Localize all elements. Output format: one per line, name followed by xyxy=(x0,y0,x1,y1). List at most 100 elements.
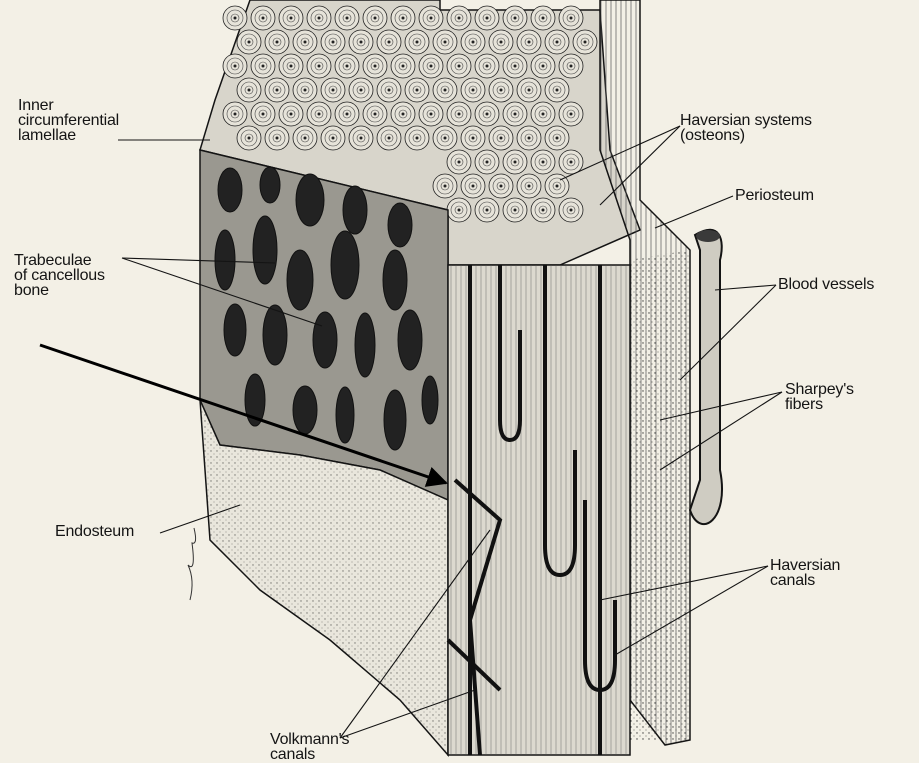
osteon-ring xyxy=(545,126,569,150)
osteon-ring xyxy=(335,54,359,78)
osteon-ring xyxy=(503,198,527,222)
osteon-ring xyxy=(461,78,485,102)
osteon-ring xyxy=(517,30,541,54)
osteon-ring xyxy=(475,6,499,30)
osteon-ring xyxy=(293,30,317,54)
osteon-ring xyxy=(377,78,401,102)
osteon-ring xyxy=(517,126,541,150)
trabecula-space xyxy=(215,230,235,290)
osteon-ring xyxy=(489,30,513,54)
osteon-ring xyxy=(377,30,401,54)
osteon-ring xyxy=(265,78,289,102)
osteon-ring xyxy=(545,78,569,102)
osteon-ring xyxy=(447,54,471,78)
trabecula-space xyxy=(422,376,438,424)
osteon-ring xyxy=(237,30,261,54)
osteon-ring xyxy=(559,198,583,222)
osteon-ring xyxy=(223,54,247,78)
label-haversian-systems: Haversian systems (osteons) xyxy=(680,113,812,143)
osteon-ring xyxy=(391,102,415,126)
osteon-ring xyxy=(223,6,247,30)
osteon-ring xyxy=(517,174,541,198)
osteon-ring xyxy=(391,54,415,78)
osteon-ring xyxy=(447,6,471,30)
osteon-ring xyxy=(461,126,485,150)
osteon-ring xyxy=(531,54,555,78)
osteon-ring xyxy=(419,6,443,30)
osteon-ring xyxy=(265,126,289,150)
osteon-ring xyxy=(531,150,555,174)
osteon-ring xyxy=(307,102,331,126)
osteon-ring xyxy=(321,126,345,150)
trabecula-space xyxy=(336,387,354,443)
label-periosteum: Periosteum xyxy=(735,188,814,203)
label-inner-circumferential-lamellae: Inner circumferential lamellae xyxy=(18,98,119,143)
trabecula-space xyxy=(263,305,287,365)
osteon-ring xyxy=(573,30,597,54)
osteon-ring xyxy=(559,102,583,126)
osteon-ring xyxy=(223,102,247,126)
osteon-ring xyxy=(517,78,541,102)
label-haversian-canals: Haversian canals xyxy=(770,558,840,588)
osteon-ring xyxy=(237,126,261,150)
label-endosteum: Endosteum xyxy=(55,524,134,539)
osteon-ring xyxy=(279,54,303,78)
osteon-ring xyxy=(531,6,555,30)
osteon-ring xyxy=(377,126,401,150)
osteon-ring xyxy=(419,54,443,78)
osteon-ring xyxy=(405,126,429,150)
label-blood-vessels: Blood vessels xyxy=(778,277,874,292)
trabecula-space xyxy=(331,231,359,299)
osteon-ring xyxy=(559,54,583,78)
osteon-ring xyxy=(531,102,555,126)
sharpeys-fiber-zone xyxy=(630,250,690,740)
trabecula-space xyxy=(218,168,242,212)
osteon-ring xyxy=(321,78,345,102)
trabecula-space xyxy=(384,390,406,450)
osteon-ring xyxy=(531,198,555,222)
osteon-ring xyxy=(419,102,443,126)
trabecula-space xyxy=(388,203,412,247)
osteon-ring xyxy=(321,30,345,54)
osteon-ring xyxy=(559,150,583,174)
osteon-ring xyxy=(293,78,317,102)
osteon-ring xyxy=(475,102,499,126)
blood-vessel-opening xyxy=(696,230,720,242)
osteon-ring xyxy=(433,174,457,198)
osteon-ring xyxy=(489,78,513,102)
osteon-ring xyxy=(265,30,289,54)
osteon-ring xyxy=(335,102,359,126)
osteon-ring xyxy=(307,54,331,78)
osteon-ring xyxy=(447,150,471,174)
trabecula-space xyxy=(224,304,246,356)
osteon-ring xyxy=(503,54,527,78)
osteon-ring xyxy=(279,102,303,126)
osteon-ring xyxy=(447,102,471,126)
label-trabeculae: Trabeculae of cancellous bone xyxy=(14,253,105,298)
osteon-ring xyxy=(363,6,387,30)
osteon-ring xyxy=(461,30,485,54)
trabecula-space xyxy=(260,167,280,203)
osteon-ring xyxy=(279,6,303,30)
osteon-ring xyxy=(405,30,429,54)
trabecula-space xyxy=(398,310,422,370)
osteon-ring xyxy=(251,6,275,30)
osteon-ring xyxy=(251,54,275,78)
osteon-ring xyxy=(559,6,583,30)
osteon-ring xyxy=(489,174,513,198)
osteon-ring xyxy=(461,174,485,198)
osteon-ring xyxy=(503,150,527,174)
osteon-ring xyxy=(251,102,275,126)
trabecula-space xyxy=(383,250,407,310)
osteon-ring xyxy=(363,54,387,78)
osteon-ring xyxy=(503,102,527,126)
osteon-ring xyxy=(405,78,429,102)
osteon-ring xyxy=(349,78,373,102)
osteon-ring xyxy=(503,6,527,30)
osteon-ring xyxy=(307,6,331,30)
trabecula-space xyxy=(287,250,313,310)
label-volkmanns-canals: Volkmann's canals xyxy=(270,732,349,762)
label-sharpeys-fibers: Sharpey's fibers xyxy=(785,382,854,412)
trabecula-space xyxy=(293,386,317,434)
